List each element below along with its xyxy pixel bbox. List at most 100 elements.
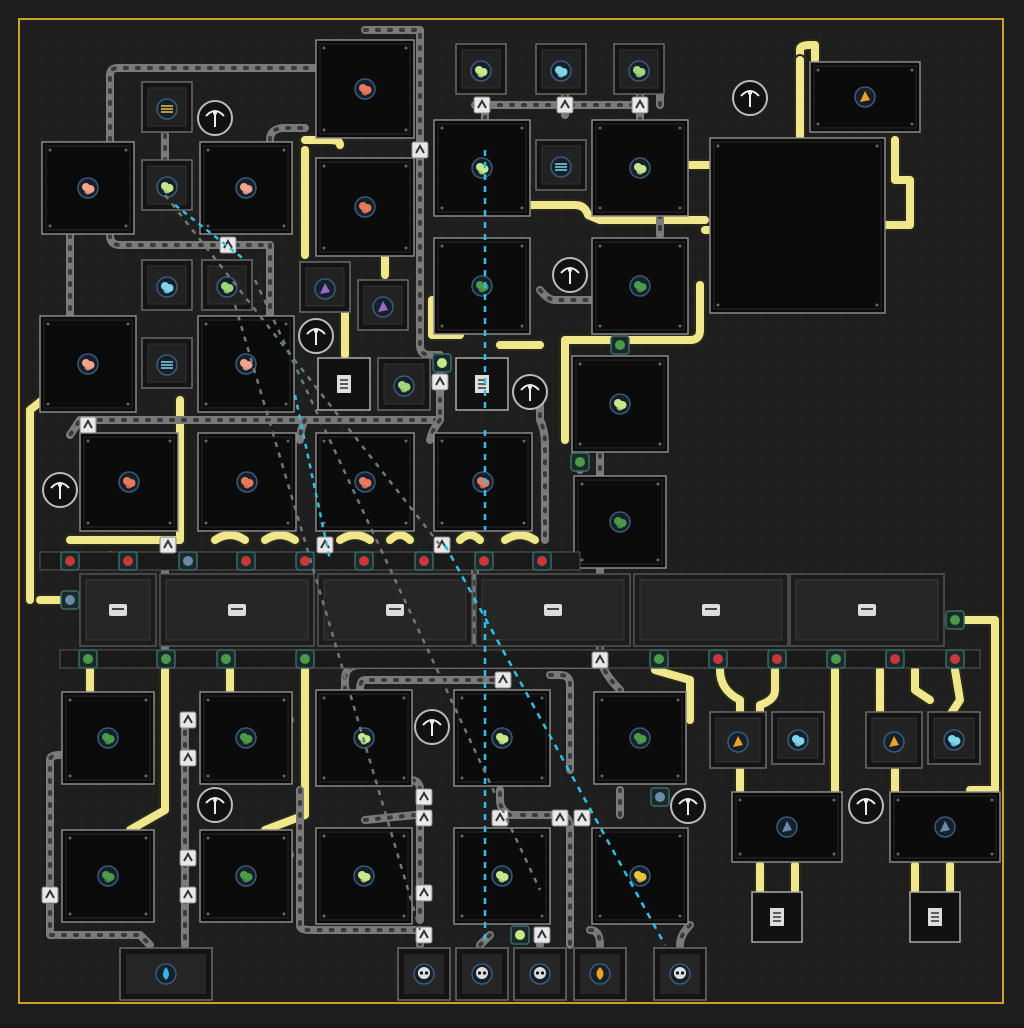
storage-unit[interactable] xyxy=(79,573,157,647)
junction-node[interactable] xyxy=(78,649,98,669)
junction-node[interactable] xyxy=(826,649,846,669)
belt-splitter[interactable] xyxy=(533,926,551,944)
forge-unit[interactable] xyxy=(865,711,923,769)
computer-terminal[interactable] xyxy=(317,357,371,411)
belt-splitter[interactable] xyxy=(431,373,449,391)
cooler-unit[interactable] xyxy=(771,711,825,765)
junction-node[interactable] xyxy=(295,551,315,571)
press-machine[interactable] xyxy=(591,827,689,925)
belt-splitter[interactable] xyxy=(556,96,574,114)
yellow-belt[interactable] xyxy=(881,136,914,229)
storage-unit[interactable] xyxy=(475,573,631,647)
refinery-machine[interactable] xyxy=(571,355,669,453)
junction-node[interactable] xyxy=(295,649,315,669)
output-bin[interactable] xyxy=(573,947,627,1001)
junction-node[interactable] xyxy=(354,551,374,571)
belt-splitter[interactable] xyxy=(179,886,197,904)
junction-node[interactable] xyxy=(216,649,236,669)
junction-node[interactable] xyxy=(178,551,198,571)
mixer-unit[interactable] xyxy=(201,259,253,311)
assembler-machine[interactable] xyxy=(889,791,1001,863)
refinery-machine[interactable] xyxy=(433,237,531,335)
junction-node[interactable] xyxy=(510,925,530,945)
assembler-machine[interactable] xyxy=(731,791,843,863)
antenna-tower[interactable] xyxy=(848,788,884,824)
belt-splitter[interactable] xyxy=(41,886,59,904)
belt-splitter[interactable] xyxy=(631,96,649,114)
belt-splitter[interactable] xyxy=(159,536,177,554)
junction-node[interactable] xyxy=(649,649,669,669)
junction-node[interactable] xyxy=(945,610,965,630)
fan-unit[interactable] xyxy=(141,337,193,389)
antenna-tower[interactable] xyxy=(42,472,78,508)
belt-splitter[interactable] xyxy=(415,788,433,806)
yellow-belt[interactable] xyxy=(946,616,999,794)
smelter-machine[interactable] xyxy=(197,432,297,532)
gray-belt[interactable] xyxy=(536,386,549,544)
yellow-belt[interactable] xyxy=(66,396,184,544)
belt-splitter[interactable] xyxy=(473,96,491,114)
antenna-tower[interactable] xyxy=(197,787,233,823)
yellow-belt[interactable] xyxy=(428,296,464,339)
yellow-belt[interactable] xyxy=(911,666,934,704)
yellow-belt[interactable] xyxy=(561,281,704,444)
yellow-belt[interactable] xyxy=(716,666,744,719)
belt-splitter[interactable] xyxy=(551,809,569,827)
junction-node[interactable] xyxy=(767,649,787,669)
storage-unit[interactable] xyxy=(633,573,789,647)
forge-unit[interactable] xyxy=(709,711,767,769)
junction-node[interactable] xyxy=(532,551,552,571)
belt-splitter[interactable] xyxy=(179,749,197,767)
junction-node[interactable] xyxy=(708,649,728,669)
antenna-tower[interactable] xyxy=(512,374,548,410)
smelter-machine[interactable] xyxy=(39,315,137,413)
mixer-unit[interactable] xyxy=(377,357,431,411)
junction-node[interactable] xyxy=(60,551,80,571)
press-machine[interactable] xyxy=(315,827,413,925)
belt-splitter[interactable] xyxy=(415,926,433,944)
press-machine[interactable] xyxy=(453,827,551,925)
belt-splitter[interactable] xyxy=(573,809,591,827)
computer-terminal[interactable] xyxy=(455,357,509,411)
fan-unit[interactable] xyxy=(141,81,193,133)
antenna-tower[interactable] xyxy=(197,100,233,136)
extractor-unit[interactable] xyxy=(613,43,665,95)
yellow-belt[interactable] xyxy=(651,666,694,724)
antenna-tower[interactable] xyxy=(298,318,334,354)
computer-terminal[interactable] xyxy=(909,891,961,943)
junction-node[interactable] xyxy=(432,353,452,373)
yellow-belt[interactable] xyxy=(501,531,539,544)
mixer-unit[interactable] xyxy=(141,259,193,311)
junction-node[interactable] xyxy=(60,590,80,610)
yellow-belt[interactable] xyxy=(526,201,709,224)
grower-machine[interactable] xyxy=(61,691,155,785)
antenna-tower[interactable] xyxy=(552,257,588,293)
antenna-tower[interactable] xyxy=(670,788,706,824)
belt-splitter[interactable] xyxy=(411,141,429,159)
output-bin[interactable] xyxy=(653,947,707,1001)
belt-splitter[interactable] xyxy=(591,651,609,669)
junction-node[interactable] xyxy=(610,335,630,355)
grower-machine[interactable] xyxy=(199,691,293,785)
refinery-machine[interactable] xyxy=(591,119,689,217)
junction-node[interactable] xyxy=(118,551,138,571)
belt-splitter[interactable] xyxy=(179,711,197,729)
computer-terminal[interactable] xyxy=(751,891,803,943)
yellow-belt[interactable] xyxy=(946,666,964,719)
antenna-tower[interactable] xyxy=(414,709,450,745)
junction-node[interactable] xyxy=(945,649,965,669)
yellow-belt[interactable] xyxy=(261,666,309,834)
yellow-belt[interactable] xyxy=(126,666,169,834)
extractor-unit[interactable] xyxy=(455,43,507,95)
junction-node[interactable] xyxy=(474,551,494,571)
storage-unit[interactable] xyxy=(159,573,315,647)
junction-node[interactable] xyxy=(570,452,590,472)
belt-splitter[interactable] xyxy=(179,849,197,867)
yellow-belt[interactable] xyxy=(796,41,819,64)
output-bin[interactable] xyxy=(455,947,509,1001)
forge-machine[interactable] xyxy=(809,61,921,133)
refinery-machine[interactable] xyxy=(433,119,531,217)
yellow-belt[interactable] xyxy=(336,531,374,544)
yellow-belt[interactable] xyxy=(211,531,249,544)
belt-splitter[interactable] xyxy=(491,809,509,827)
